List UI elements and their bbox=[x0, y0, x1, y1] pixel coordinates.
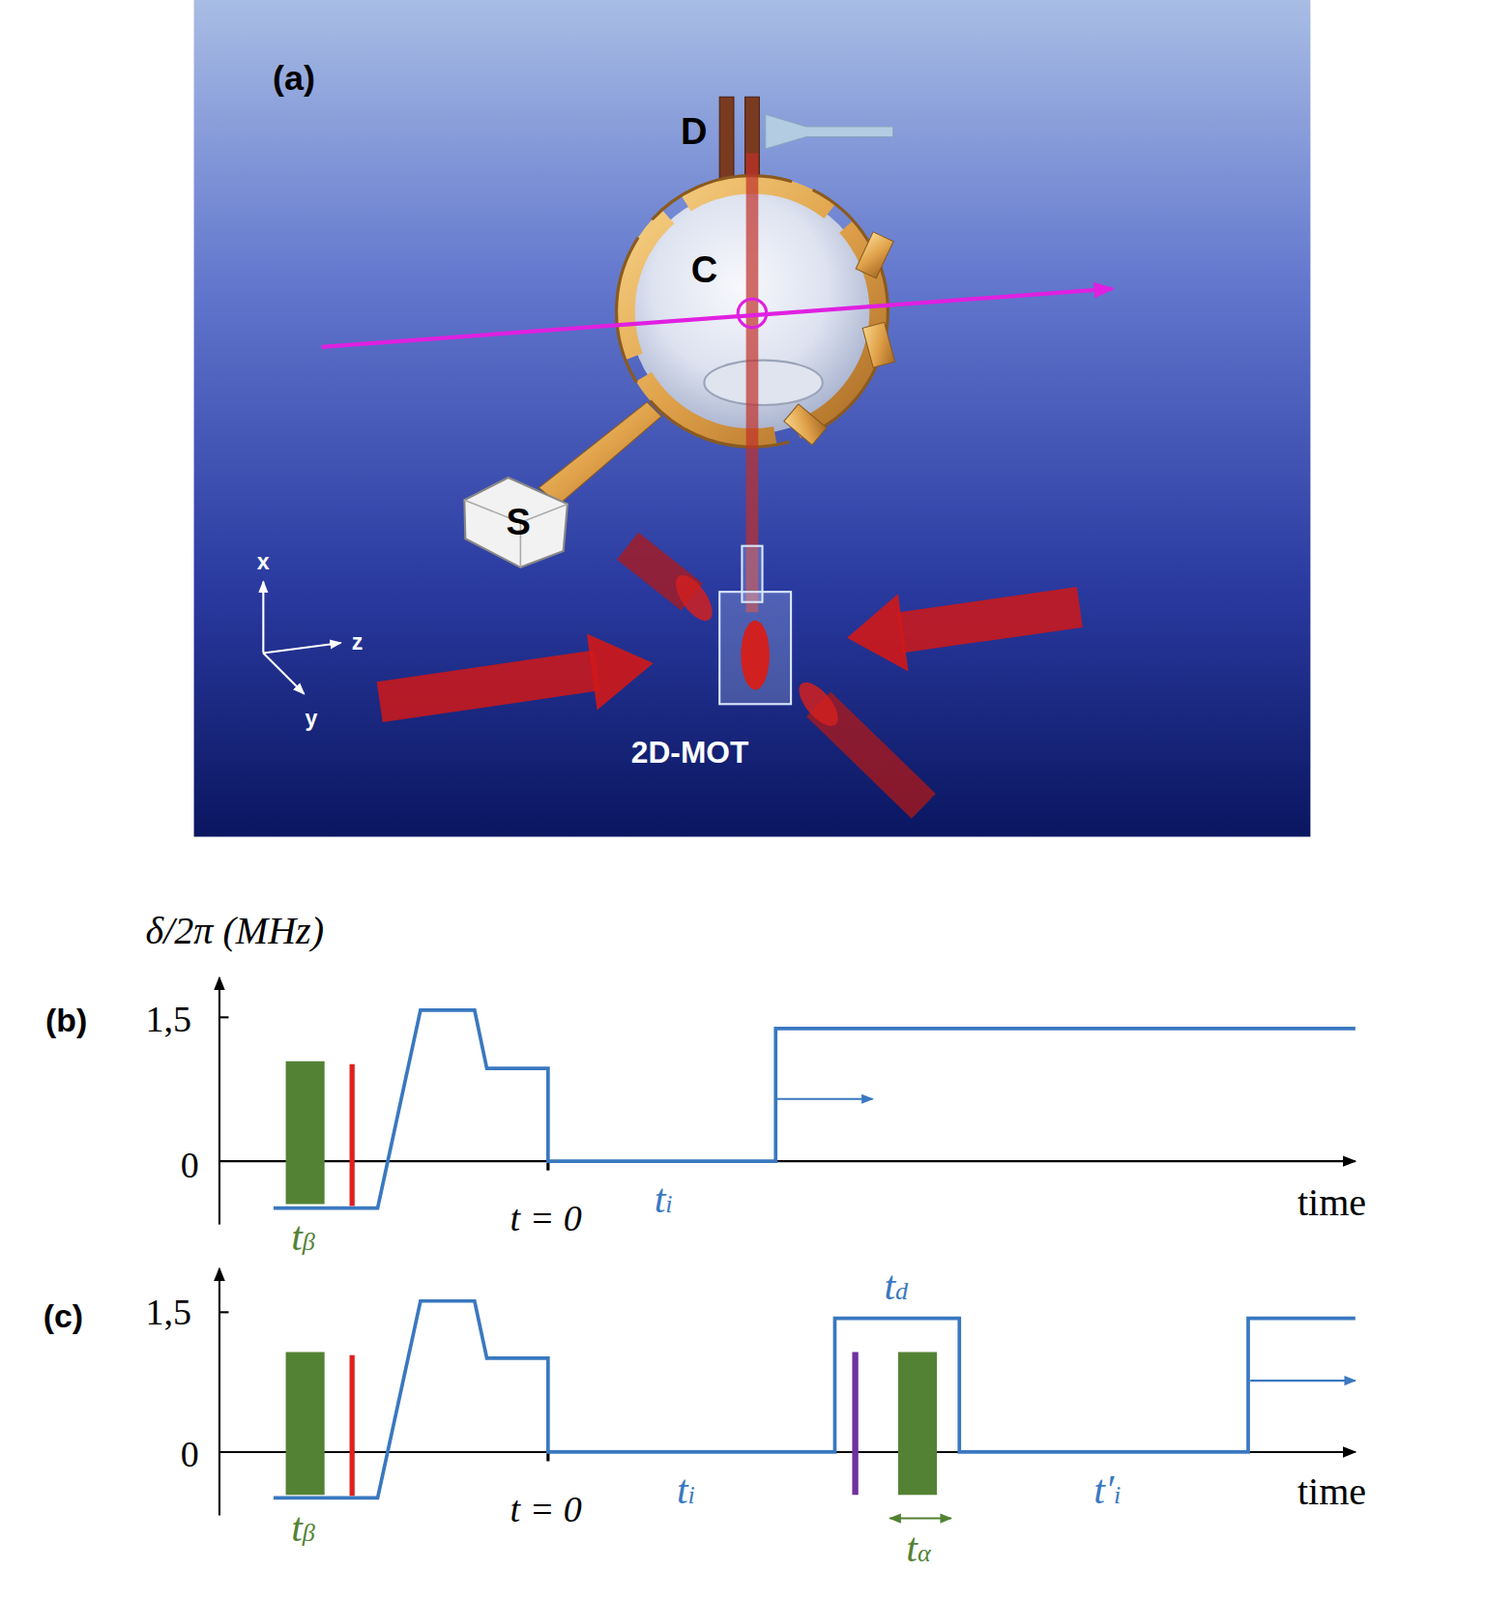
axis-y bbox=[262, 653, 304, 695]
time-label: td bbox=[883, 1263, 908, 1309]
part-label: S bbox=[506, 502, 531, 544]
red-pulse bbox=[349, 1064, 355, 1207]
axis-tick bbox=[219, 1016, 230, 1019]
axis-label: y bbox=[305, 706, 319, 732]
red-pulse bbox=[349, 1355, 355, 1497]
deflection-plate bbox=[719, 96, 734, 184]
axis-z bbox=[262, 642, 341, 654]
axis-title: δ/2π (MHz) bbox=[145, 909, 325, 953]
panel-letter: (a) bbox=[272, 60, 316, 99]
axis-label: x bbox=[257, 550, 270, 576]
axis-label: z bbox=[351, 630, 364, 656]
field-mode-circle bbox=[737, 298, 767, 328]
time-label: t = 0 bbox=[510, 1489, 583, 1531]
axis-label: time bbox=[1297, 1180, 1367, 1224]
green-pulse bbox=[898, 1352, 937, 1496]
time-label: ti bbox=[654, 1176, 673, 1222]
part-label: C bbox=[691, 250, 718, 292]
axis-tick bbox=[219, 1311, 230, 1313]
time-label: tα bbox=[905, 1525, 931, 1571]
detuning-trace bbox=[273, 1301, 1356, 1499]
mot-beam-head bbox=[586, 633, 654, 710]
time-axis bbox=[219, 1160, 1356, 1163]
mot-lens bbox=[791, 675, 846, 732]
cube-edge bbox=[464, 499, 568, 568]
part-label: 2D-MOT bbox=[631, 735, 749, 770]
panel-letter: (c) bbox=[43, 1298, 84, 1335]
tick-label: 1,5 bbox=[145, 999, 192, 1041]
source-horn bbox=[538, 402, 662, 505]
tick-label: 1,5 bbox=[145, 1292, 192, 1334]
ring-tab bbox=[862, 321, 895, 368]
mot-beam bbox=[900, 607, 1080, 633]
atomic-beam bbox=[746, 152, 759, 613]
detector-funnel bbox=[765, 114, 894, 149]
mot-cell bbox=[719, 591, 791, 704]
tick-label: 0 bbox=[180, 1434, 200, 1476]
duration-arrow bbox=[889, 1517, 951, 1520]
time-label: t = 0 bbox=[510, 1198, 583, 1240]
green-pulse bbox=[286, 1061, 325, 1205]
cavity-axis-arrow bbox=[321, 289, 1113, 348]
time-label: t′i bbox=[1093, 1467, 1121, 1513]
y-axis bbox=[218, 977, 221, 1225]
cavity-mirror bbox=[703, 360, 822, 406]
atom-cloud bbox=[740, 620, 770, 691]
ring-tab bbox=[784, 404, 827, 445]
source-cube bbox=[464, 477, 568, 568]
axis-label: time bbox=[1297, 1470, 1367, 1514]
mot-beam bbox=[379, 670, 598, 702]
mot-lens bbox=[669, 569, 720, 627]
time-label: tβ bbox=[291, 1505, 316, 1550]
part-label: D bbox=[680, 112, 707, 153]
time-label: ti bbox=[676, 1467, 696, 1513]
ring-tab bbox=[855, 232, 894, 279]
purple-pulse bbox=[851, 1352, 858, 1496]
sweep-arrow bbox=[1250, 1379, 1356, 1382]
panel-background bbox=[194, 0, 1312, 837]
green-pulse bbox=[286, 1352, 325, 1496]
mot-tube bbox=[741, 546, 762, 603]
time-label: tβ bbox=[291, 1214, 316, 1259]
panel-letter: (b) bbox=[45, 1002, 88, 1039]
axis-x bbox=[262, 582, 264, 654]
mot-beam-head bbox=[846, 593, 908, 671]
detuning-trace bbox=[273, 1010, 1356, 1209]
tick-label: 0 bbox=[180, 1145, 200, 1187]
y-axis bbox=[218, 1268, 221, 1516]
sweep-arrow bbox=[775, 1098, 873, 1101]
